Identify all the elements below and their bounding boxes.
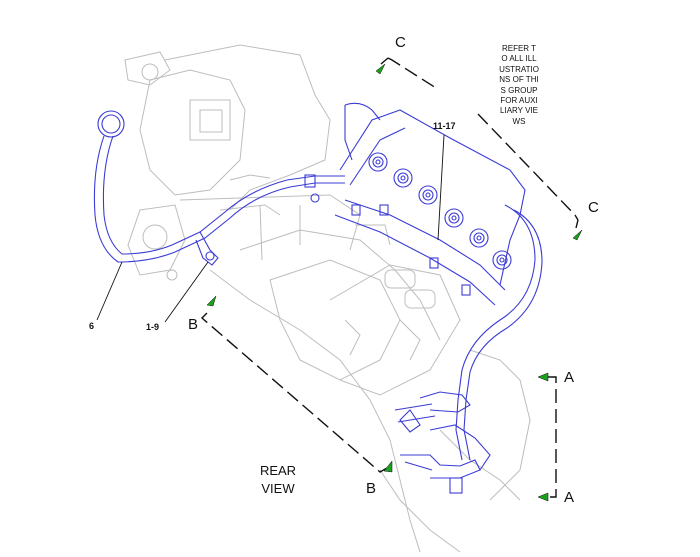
callout-hose: 6 [89, 321, 95, 331]
section-arrow-a-top [537, 372, 549, 382]
leader-injectors [437, 134, 445, 241]
callout-clamp: 1-9 [146, 322, 160, 332]
section-line-c [380, 57, 579, 229]
rear-view-label-line2: VIEW [261, 481, 295, 496]
section-arrow-b-left [206, 295, 217, 307]
section-line-a [548, 376, 557, 498]
section-label-a-bottom: A [564, 489, 575, 506]
section-label-b-left: B [188, 316, 199, 333]
section-arrow-c-right [572, 229, 583, 241]
engine-block-background [124, 44, 531, 553]
section-label-c-right: C [588, 199, 599, 216]
section-arrow-a-bottom [537, 492, 549, 502]
rear-view-label-line1: REAR [259, 463, 297, 478]
rear-view-label: REAR VIEW [252, 462, 304, 498]
injector-group [368, 152, 512, 270]
section-label-c-top: C [395, 34, 406, 51]
leader-clamp [164, 261, 209, 323]
fuel-system-highlight [93, 102, 543, 494]
section-arrow-b-bottom [383, 460, 393, 473]
callout-injectors: 11-17 [433, 121, 456, 131]
section-arrow-c-top [375, 63, 386, 75]
hose-ring-icon [97, 110, 125, 138]
section-line-b [200, 312, 388, 473]
leader-hose [96, 261, 123, 321]
callout-leaders [96, 134, 445, 323]
section-label-b-bottom: B [366, 480, 377, 497]
auxiliary-views-note: REFER TO ALL ILLUSTRATIONS OF THIS GROUP… [499, 44, 539, 126]
section-label-a-top: A [564, 369, 575, 386]
